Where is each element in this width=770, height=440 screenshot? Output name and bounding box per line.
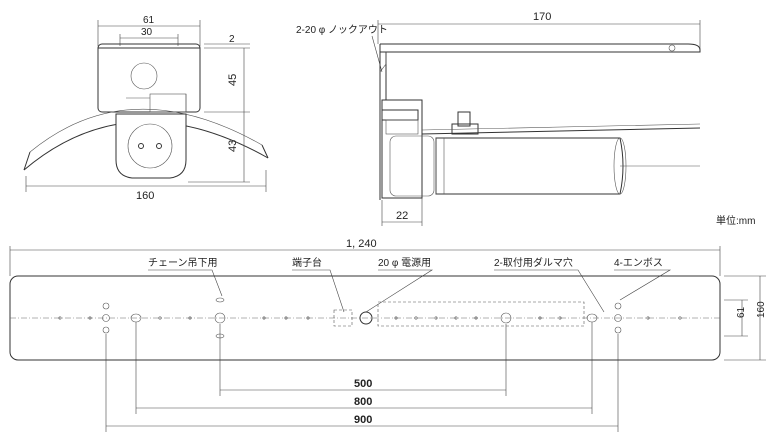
dim-30-label: 30 <box>141 27 153 38</box>
dim-61-label: 61 <box>143 15 155 26</box>
dim-800-label: 800 <box>354 396 372 408</box>
label-power: 20 φ 電源用 <box>378 256 431 269</box>
label-mount-holes: 2-取付用ダルマ穴 <box>494 256 573 269</box>
dim-170-label: 170 <box>533 11 551 23</box>
dim-500-label: 500 <box>354 378 372 390</box>
dim-2-label: 2 <box>229 34 235 45</box>
dim-160-top-label: 160 <box>756 301 767 318</box>
dim-61-top-label: 61 <box>736 306 747 318</box>
label-terminal: 端子台 <box>292 256 322 269</box>
unit-label: 単位:mm <box>716 214 755 227</box>
front-view: 61 30 2 45 43 1 <box>23 15 269 202</box>
knockout-label: 2-20 φ ノックアウト <box>296 24 388 36</box>
top-view: 1, 240 チェーン吊下用 端子台 20 φ 電源用 2-取付用ダルマ穴 4-… <box>9 238 767 432</box>
dim-900-label: 900 <box>354 414 372 426</box>
dim-45-label: 45 <box>227 74 239 86</box>
dim-160-front-label: 160 <box>136 190 154 202</box>
dim-22-label: 22 <box>396 210 408 222</box>
label-chain: チェーン吊下用 <box>148 257 218 269</box>
dim-43-label: 43 <box>227 140 239 152</box>
label-embossed: 4-エンボス <box>614 257 663 269</box>
side-view: 170 2-20 φ ノックアウト 22 <box>296 11 701 226</box>
dim-1240-label: 1, 240 <box>346 238 377 250</box>
